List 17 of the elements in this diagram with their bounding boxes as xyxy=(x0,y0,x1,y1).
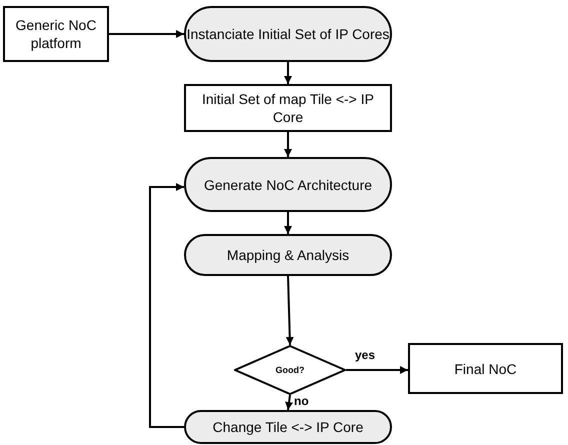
process-box: Final NoC xyxy=(408,343,563,394)
process-box: Initial Set of map Tile <-> IP Core xyxy=(184,84,392,132)
arrow xyxy=(346,366,408,374)
arrow xyxy=(149,183,184,428)
arrow xyxy=(285,394,294,410)
process-terminal: Mapping & Analysis xyxy=(184,234,392,276)
process-terminal: Change Tile <-> IP Core xyxy=(184,410,392,444)
arrow xyxy=(109,30,184,38)
arrow xyxy=(284,212,292,234)
decision-diamond xyxy=(234,345,346,395)
decision-label: Good? xyxy=(276,364,304,377)
arrow xyxy=(284,132,292,157)
process-terminal: Generate NoC Architecture xyxy=(184,157,392,212)
arrow xyxy=(286,276,294,346)
arrow xyxy=(284,62,292,84)
process-box: Generic NoC platform xyxy=(3,6,109,62)
process-terminal: Instanciate Initial Set of IP Cores xyxy=(184,6,392,62)
